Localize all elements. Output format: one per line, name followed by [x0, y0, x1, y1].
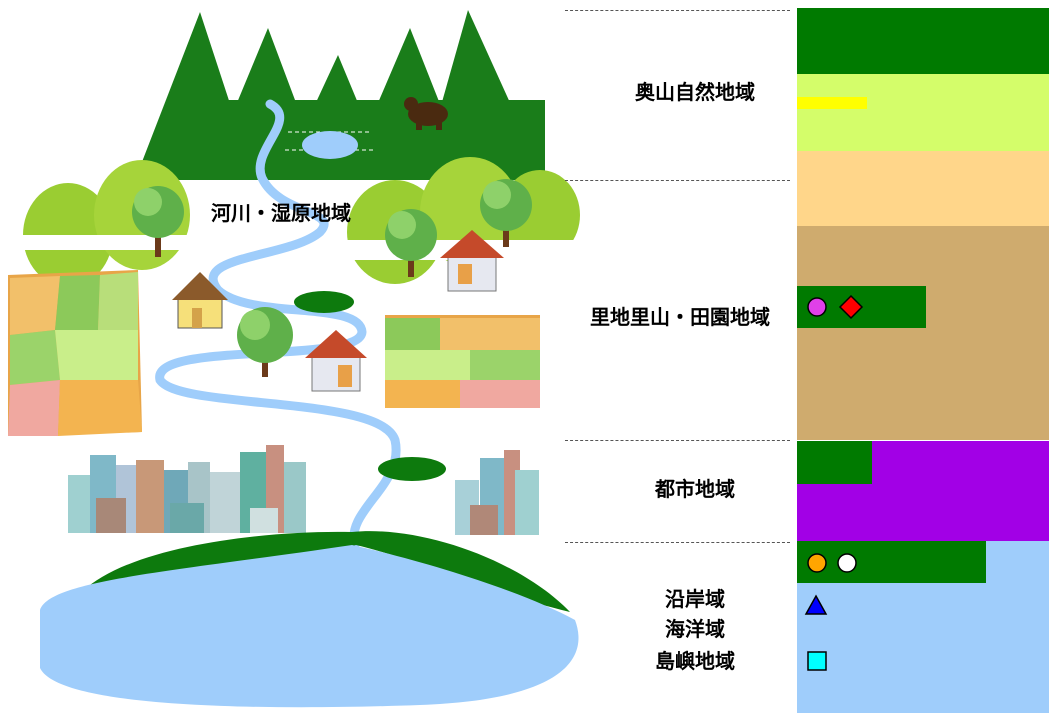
- farmland-left: [8, 270, 142, 436]
- mountain-pond: [285, 131, 375, 159]
- band-tan: [797, 226, 1049, 440]
- band-light-green: [797, 74, 1049, 151]
- bear-icon: [404, 97, 448, 130]
- city-buildings-right: [455, 450, 539, 535]
- zone-label-okuyama: 奥山自然地域: [635, 80, 755, 104]
- zone-label-island: 島嶼地域: [655, 649, 735, 673]
- tree-icon: [132, 186, 184, 257]
- zone-label-river: 河川・湿原地域: [211, 201, 351, 225]
- house-icon: [305, 330, 367, 392]
- zone-divider: [565, 180, 790, 181]
- band-urban-green: [797, 441, 872, 484]
- tree-icon: [385, 209, 437, 277]
- tree-icon: [237, 307, 293, 377]
- zone-divider: [565, 542, 790, 543]
- band-satoyama-green: [797, 286, 926, 328]
- tree-icon: [480, 179, 532, 247]
- zone-divider: [565, 440, 790, 441]
- band-pale-orange: [797, 151, 1049, 226]
- zone-label-urban: 都市地域: [655, 477, 735, 501]
- band-coastal-green: [797, 541, 986, 583]
- band-yellow-strip: [797, 97, 867, 109]
- house-icon: [440, 230, 504, 292]
- pond-island-1: [294, 291, 354, 313]
- zone-label-marine: 海洋域: [665, 617, 725, 641]
- coast-hills: [82, 531, 570, 612]
- city-buildings-left: [68, 445, 306, 533]
- farmland-right: [385, 315, 540, 408]
- zone-divider: [565, 10, 790, 11]
- house-icon: [172, 272, 228, 329]
- river: [155, 99, 401, 550]
- sea: [40, 545, 579, 708]
- zone-label-coastal: 沿岸域: [665, 587, 725, 611]
- pond-island-2: [378, 457, 446, 481]
- zone-label-satoyama: 里地里山・田園地域: [590, 305, 770, 329]
- band-forest: [797, 8, 1049, 74]
